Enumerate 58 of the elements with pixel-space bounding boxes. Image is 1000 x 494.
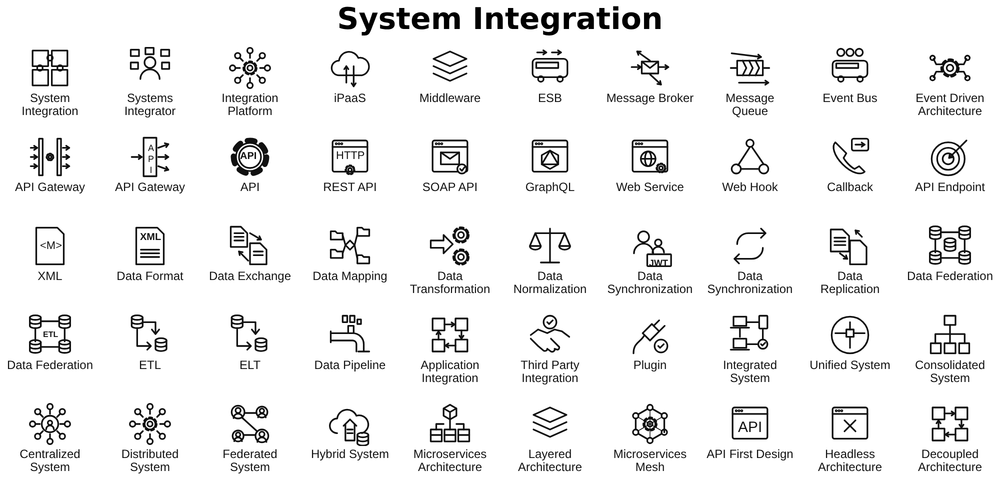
icon-caption: Middleware [419, 92, 481, 105]
icon-caption: Integrated System [722, 359, 778, 385]
icon-caption: Headless Architecture [816, 448, 884, 474]
icon-caption: Data Replication [819, 270, 881, 296]
icon-caption: API Gateway [14, 181, 86, 194]
icon-caption: REST API [323, 181, 377, 194]
icon-caption: iPaaS [334, 92, 366, 105]
icon-caption: XML [38, 270, 62, 283]
icon-caption: Integration Platform [220, 92, 280, 118]
icon-caption: Message Queue [724, 92, 776, 118]
icon-label: ETL [43, 331, 58, 339]
icon-caption: Microservices Architecture [412, 448, 488, 474]
icon-caption: Event Driven Architecture [914, 92, 986, 118]
icon-caption: Data Exchange [208, 270, 292, 283]
icon-caption: Decoupled Architecture [916, 448, 984, 474]
icon-caption: Application Integration [420, 359, 480, 385]
icon-caption: Systems Integrator [123, 92, 177, 118]
icon-caption: Distributed System [120, 448, 180, 474]
icon-caption: Plugin [633, 359, 667, 372]
icon-caption: Data Transformation [408, 270, 492, 296]
icon-caption: Web Service [616, 181, 684, 194]
icon-label: HTTP [336, 151, 365, 162]
icon-caption: Hybrid System [310, 448, 390, 461]
icon-caption: Unified System [810, 359, 890, 372]
icon-label: API [738, 420, 762, 435]
icon-caption: Centralized System [18, 448, 82, 474]
icon-caption: Data Federation [6, 359, 94, 372]
icon-caption: ELT [239, 359, 261, 372]
icon-caption: Federated System [222, 448, 278, 474]
icon-label: API [240, 152, 257, 162]
icon-caption: Callback [826, 181, 874, 194]
icon-caption: Consolidated System [914, 359, 986, 385]
icon-caption: Web Hook [722, 181, 778, 194]
icon-label: <M> [40, 241, 62, 252]
icon-caption: Layered Architecture [516, 448, 584, 474]
icon-caption: Event Bus [822, 92, 878, 105]
icon-caption: ETL [138, 359, 161, 372]
icon-caption: Data Format [116, 270, 184, 283]
icon-caption: System Integration [20, 92, 80, 118]
icon-caption: Message Broker [606, 92, 694, 105]
icon-caption: SOAP API [422, 181, 478, 194]
icon-caption: Data Pipeline [314, 359, 386, 372]
icon-caption: Third Party Integration [520, 359, 580, 385]
icon-caption: Data Federation [906, 270, 994, 283]
icon-caption: API [240, 181, 260, 194]
icon-caption: ESB [538, 92, 562, 105]
icon-caption: API Gateway [114, 181, 186, 194]
title: System Integration [337, 2, 663, 37]
icon-caption: API Endpoint [914, 181, 986, 194]
icon-label: XML [140, 233, 162, 243]
icon-caption: Data Synchronization [606, 270, 694, 296]
icon-caption: Data Mapping [312, 270, 388, 283]
icon-caption: Microservices Mesh [612, 448, 688, 474]
icon-caption: Data Normalization [512, 270, 588, 296]
icon-caption: API First Design [706, 448, 794, 461]
icon-label: API [146, 143, 155, 176]
icon-caption: GraphQL [525, 181, 575, 194]
icon-caption: Data Synchronization [706, 270, 794, 296]
